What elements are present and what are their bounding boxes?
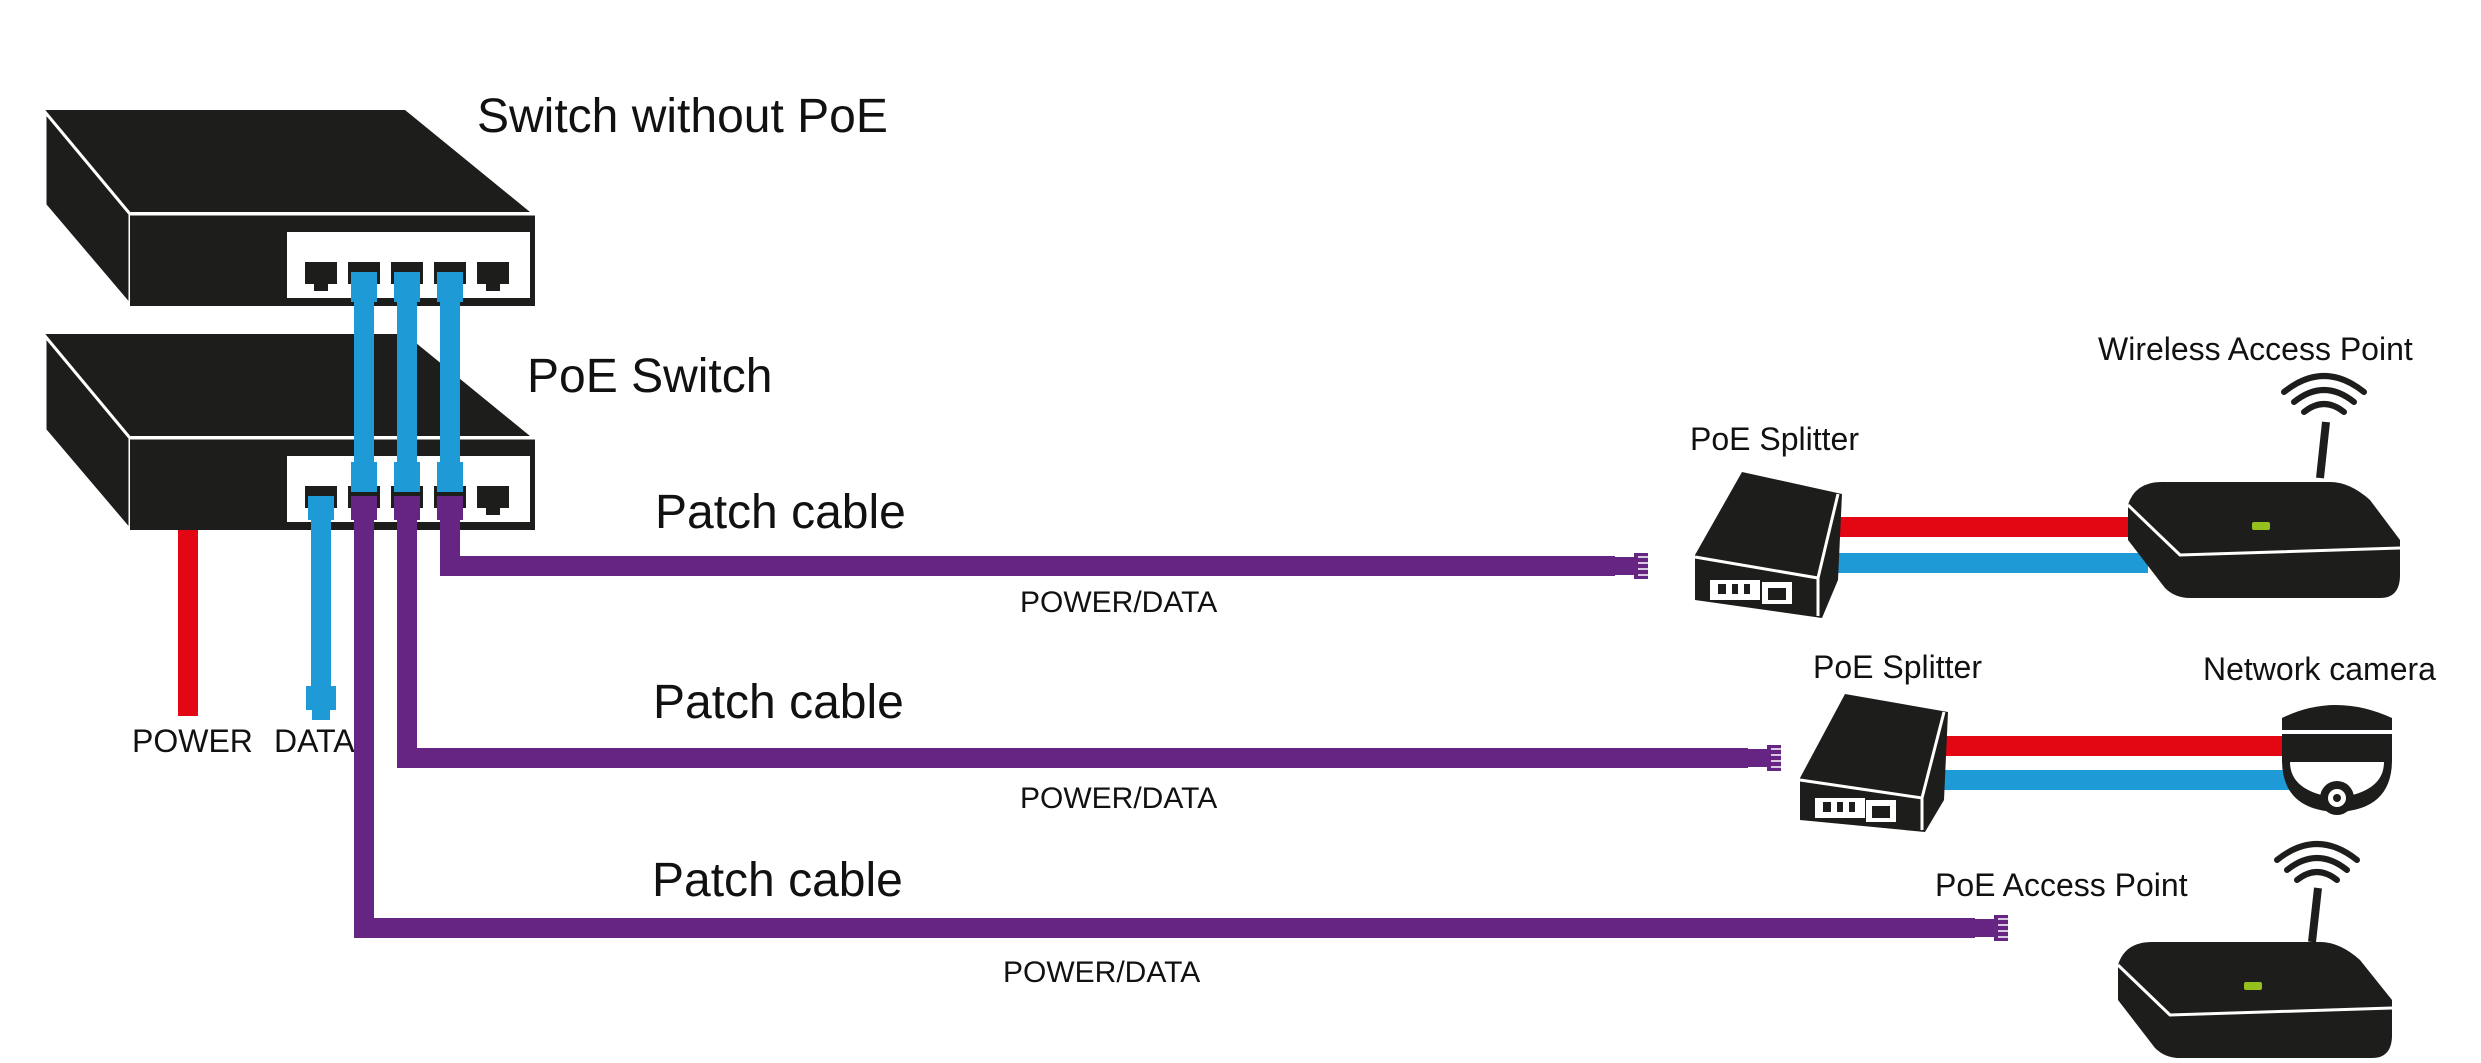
switch-without-poe bbox=[43, 107, 535, 310]
label-wireless-access-point: Wireless Access Point bbox=[2098, 331, 2413, 367]
poe-splitter-1 bbox=[1694, 472, 2148, 618]
dome-camera-icon bbox=[2282, 705, 2392, 815]
patch-cable-2 bbox=[394, 496, 1782, 772]
label-power-data-2: POWER/DATA bbox=[1020, 782, 1217, 815]
uplink-data-cables bbox=[351, 272, 463, 492]
label-data: DATA bbox=[274, 723, 355, 759]
label-poe-switch: PoE Switch bbox=[527, 350, 772, 403]
data-output-cable bbox=[1930, 770, 2292, 790]
poe-access-point bbox=[2116, 841, 2393, 1058]
rj45-plug-icon bbox=[351, 272, 463, 492]
label-patch-cable-3: Patch cable bbox=[652, 854, 903, 907]
patch-cable-1 bbox=[437, 496, 1649, 580]
data-output-cable bbox=[1830, 553, 2148, 573]
wifi-icon bbox=[2274, 841, 2360, 883]
label-poe-splitter-1: PoE Splitter bbox=[1690, 421, 1859, 457]
label-poe-splitter-2: PoE Splitter bbox=[1813, 649, 1982, 685]
label-power-data-1: POWER/DATA bbox=[1020, 586, 1217, 619]
label-power-data-3: POWER/DATA bbox=[1003, 956, 1200, 989]
label-patch-cable-1: Patch cable bbox=[655, 486, 906, 539]
access-point-icon bbox=[2116, 942, 2393, 1058]
power-output-cable bbox=[1930, 736, 2292, 756]
wifi-icon bbox=[2281, 373, 2367, 415]
label-switch-without-poe: Switch without PoE bbox=[477, 90, 888, 143]
switch-top bbox=[45, 110, 530, 212]
power-output-cable bbox=[1830, 517, 2130, 537]
label-power: POWER bbox=[132, 723, 253, 759]
data-cable bbox=[306, 496, 336, 720]
access-point-icon bbox=[2126, 482, 2401, 598]
power-cable bbox=[178, 530, 198, 716]
wireless-access-point bbox=[2126, 373, 2401, 598]
label-network-camera: Network camera bbox=[2203, 651, 2436, 687]
label-patch-cable-2: Patch cable bbox=[653, 676, 904, 729]
patch-cable-3 bbox=[351, 496, 2009, 942]
poe-splitter-2 bbox=[1799, 694, 2292, 832]
label-poe-access-point: PoE Access Point bbox=[1935, 867, 2188, 903]
